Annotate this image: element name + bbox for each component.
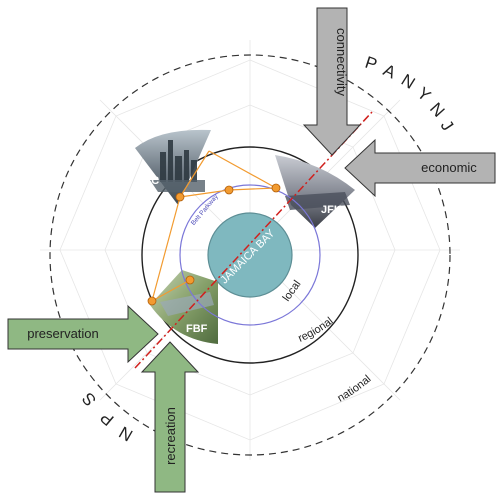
jfk-label: JFK	[321, 204, 342, 216]
jamaica-bay-circle	[207, 212, 293, 298]
panynj-letter: A	[380, 60, 399, 82]
node-jfk	[271, 183, 281, 193]
panynj-letter: J	[437, 117, 458, 135]
node-fbf-a	[147, 296, 157, 306]
economic-label: economic	[421, 160, 477, 175]
recreation-arrow: recreation	[140, 341, 200, 493]
nps-letter: P	[97, 408, 118, 430]
nps-label: N P S	[78, 389, 136, 445]
jfk-photo-wedge: JFK	[275, 155, 355, 228]
recreation-label: recreation	[163, 407, 178, 465]
node-nyc	[175, 192, 185, 202]
nps-letter: N	[116, 422, 136, 445]
regional-scale-ring	[141, 146, 359, 364]
panynj-label: P A N Y N J	[363, 53, 457, 135]
belt-parkway-label: Belt Parkway	[190, 193, 220, 227]
fbf-photo-wedge: FBF	[150, 270, 218, 344]
preservation-arrow: preservation	[7, 304, 159, 364]
national-scale-ring	[49, 54, 451, 456]
connection-nodes	[147, 183, 281, 306]
connectivity-arrow: connectivity	[302, 7, 362, 156]
panynj-letter: N	[398, 70, 418, 93]
connection-lines	[151, 150, 277, 302]
preservation-label: preservation	[27, 326, 99, 341]
economic-arrow: economic	[344, 138, 496, 198]
panynj-letter: Y	[413, 84, 434, 106]
local-scale-ring	[179, 184, 321, 326]
nyc-label: NYC	[136, 175, 159, 187]
panynj-letter: N	[426, 99, 448, 121]
node-fbf-b	[185, 275, 195, 285]
nps-letter: S	[78, 389, 100, 410]
node-belt-parkway	[224, 185, 234, 195]
panynj-letter: P	[363, 53, 380, 75]
nyc-photo-wedge: NYC	[135, 129, 211, 205]
national-scale-label: national	[336, 373, 374, 405]
connectivity-label: connectivity	[334, 28, 349, 96]
fbf-label: FBF	[186, 323, 208, 335]
